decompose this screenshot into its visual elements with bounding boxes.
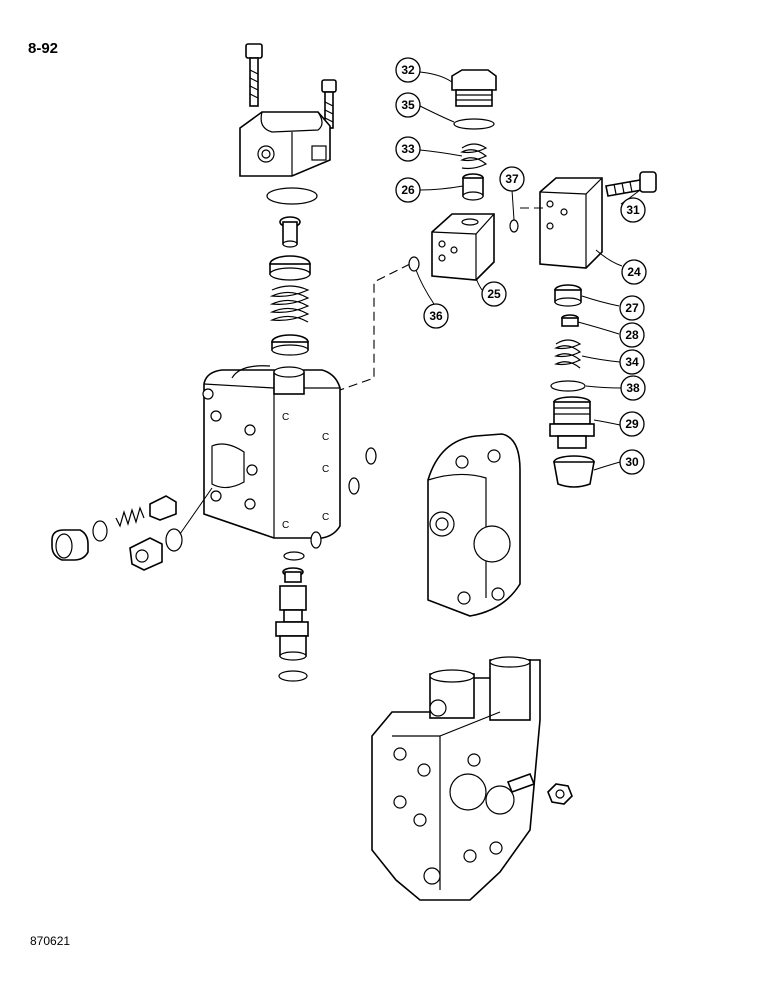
- svg-text:34: 34: [625, 355, 639, 369]
- spring-seat-upper: [269, 255, 311, 281]
- bolt-31: [605, 171, 657, 197]
- o-ring: [453, 118, 495, 130]
- cap-30: [553, 455, 595, 488]
- svg-text:C: C: [322, 432, 329, 443]
- spring-33: [460, 143, 488, 170]
- svg-text:28: 28: [625, 328, 639, 342]
- svg-text:37: 37: [505, 172, 519, 186]
- callout-32: 32: [395, 57, 421, 83]
- figure-code: 870621: [30, 934, 71, 948]
- callout-29: 29: [619, 411, 645, 437]
- svg-text:27: 27: [625, 301, 639, 315]
- svg-text:29: 29: [625, 417, 639, 431]
- callout-31: 31: [620, 197, 646, 223]
- callout-27: 27: [619, 295, 645, 321]
- o-ring: [266, 187, 318, 205]
- svg-text:31: 31: [626, 203, 640, 217]
- poppet-26: [462, 173, 484, 201]
- o-ring: [509, 219, 519, 233]
- valve-spool: [275, 585, 309, 661]
- relief-plug: [51, 529, 89, 561]
- hex-nut: [547, 783, 573, 805]
- svg-text:26: 26: [401, 183, 415, 197]
- callout-25: 25: [481, 281, 507, 307]
- valve-poppet: [279, 216, 301, 248]
- o-ring: [92, 520, 108, 542]
- svg-text:25: 25: [487, 287, 501, 301]
- callout-24: 24: [621, 259, 647, 285]
- callout-33: 33: [395, 136, 421, 162]
- plug-32: [451, 69, 497, 107]
- valve-spring: [269, 285, 310, 323]
- svg-text:24: 24: [627, 265, 641, 279]
- callout-26: 26: [395, 177, 421, 203]
- assembled-valve: [371, 656, 541, 901]
- o-ring: [408, 256, 420, 272]
- seat-27: [554, 284, 582, 307]
- spring-seat-lower: [271, 334, 309, 356]
- end-cover: [427, 433, 521, 617]
- svg-text:C: C: [322, 464, 329, 475]
- callout-38: 38: [620, 375, 646, 401]
- o-ring: [310, 531, 322, 549]
- svg-text:C: C: [322, 512, 329, 523]
- o-ring: [365, 447, 377, 465]
- spool-cap: [282, 567, 304, 583]
- svg-text:35: 35: [401, 98, 415, 112]
- svg-text:38: 38: [626, 381, 640, 395]
- svg-text:33: 33: [401, 142, 415, 156]
- block-24: [520, 177, 603, 269]
- o-ring: [283, 551, 305, 561]
- callout-30: 30: [619, 449, 645, 475]
- svg-text:36: 36: [429, 309, 443, 323]
- block-25: [431, 213, 495, 281]
- fitting-29: [549, 396, 595, 449]
- page-number: 8-92: [28, 40, 59, 57]
- svg-text:32: 32: [401, 63, 415, 77]
- plunger-28: [561, 314, 579, 327]
- o-ring: [278, 670, 308, 682]
- callout-34: 34: [619, 349, 645, 375]
- valve-cap: [239, 111, 331, 177]
- callout-37: 37: [499, 166, 525, 192]
- valve-section-body: C C C C C: [202, 365, 341, 539]
- relief-spring: [115, 506, 145, 528]
- o-ring: [550, 380, 586, 392]
- svg-text:C: C: [282, 412, 289, 423]
- spring-34: [554, 339, 582, 369]
- cap-bolt-left: [245, 43, 263, 107]
- callout-leaders: [415, 71, 641, 471]
- relief-adapter: [129, 537, 163, 571]
- relief-poppet: [149, 495, 177, 521]
- callout-36: 36: [423, 303, 449, 329]
- o-ring: [165, 528, 183, 552]
- callout-35: 35: [395, 92, 421, 118]
- svg-text:30: 30: [625, 455, 639, 469]
- o-ring: [348, 477, 360, 495]
- callout-28: 28: [619, 322, 645, 348]
- svg-text:C: C: [282, 520, 289, 531]
